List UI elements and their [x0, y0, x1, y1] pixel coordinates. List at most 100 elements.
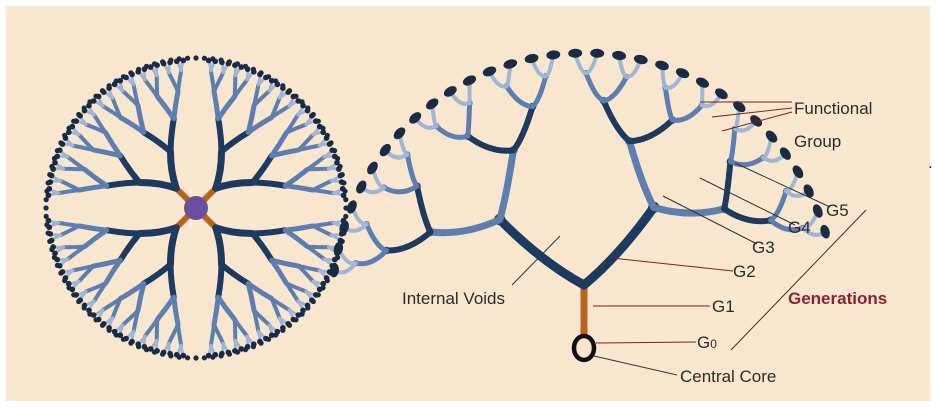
terminal-group	[62, 278, 67, 283]
terminal-group	[316, 119, 321, 124]
terminal-group	[71, 292, 76, 297]
branch-segment	[171, 265, 174, 298]
branch-segment	[218, 119, 221, 152]
terminal-group	[136, 344, 141, 349]
terminal-group	[82, 105, 87, 110]
branch-segment	[64, 247, 85, 248]
group-label-line2: Group	[794, 132, 841, 151]
terminal-group	[235, 61, 240, 66]
terminal-group	[44, 189, 49, 194]
terminal-group	[114, 78, 119, 83]
g4-label: G4	[788, 218, 811, 237]
terminal-group	[66, 285, 71, 290]
functional-label-line1: Functional	[794, 99, 872, 118]
branch-segment	[468, 103, 470, 136]
terminal-group	[251, 344, 256, 349]
terminal-group	[335, 156, 340, 161]
terminal-group	[55, 263, 60, 268]
terminal-group	[144, 64, 149, 69]
terminal-group	[87, 312, 92, 317]
g3-label: G3	[752, 238, 775, 257]
terminal-group	[100, 88, 105, 93]
internal-voids-label: Internal Voids	[402, 289, 505, 308]
central-core-label: Central Core	[680, 367, 776, 386]
terminal-group	[325, 133, 330, 138]
terminal-group	[152, 61, 157, 66]
terminal-group	[177, 355, 182, 360]
terminal-group	[49, 247, 54, 252]
terminal-group	[300, 99, 305, 104]
terminal-group	[210, 56, 215, 61]
terminal-group	[235, 350, 240, 355]
terminal-group	[259, 341, 264, 346]
terminal-group	[311, 299, 316, 304]
terminal-group	[185, 56, 190, 61]
branch-segment	[218, 265, 221, 298]
terminal-group	[273, 332, 278, 337]
terminal-group	[185, 355, 190, 360]
g5-label: G5	[826, 201, 849, 220]
terminal-group	[44, 222, 49, 227]
terminal-group	[340, 172, 345, 177]
terminal-group	[343, 197, 348, 202]
terminal-group	[251, 67, 256, 72]
terminal-group	[168, 353, 173, 358]
terminal-group	[58, 140, 63, 145]
terminal-group	[243, 64, 248, 69]
branch-segment	[171, 119, 174, 152]
terminal-group	[287, 323, 292, 328]
terminal-group	[177, 56, 182, 61]
terminal-group	[66, 126, 71, 131]
g1-label: G1	[712, 297, 735, 316]
terminal-group	[87, 99, 92, 104]
terminal-group	[93, 94, 98, 99]
terminal-group	[293, 94, 298, 99]
terminal-group	[107, 83, 112, 88]
terminal-group	[280, 328, 285, 333]
terminal-group	[144, 347, 149, 352]
terminal-group	[76, 299, 81, 304]
terminal-group	[160, 59, 165, 64]
branch-segment	[107, 230, 140, 233]
terminal-group	[136, 67, 141, 72]
terminal-group	[305, 105, 310, 110]
terminal-group	[329, 140, 334, 145]
terminal-group	[341, 180, 346, 185]
terminal-group	[320, 285, 325, 290]
terminal-group	[266, 74, 271, 79]
branch-segment	[253, 183, 286, 186]
terminal-group	[82, 305, 87, 310]
terminal-group	[311, 112, 316, 117]
terminal-group	[168, 58, 173, 63]
terminal-group	[219, 353, 224, 358]
terminal-group	[343, 214, 348, 219]
terminal-group	[128, 341, 133, 346]
terminal-group	[202, 56, 207, 61]
branch-segment	[157, 76, 158, 97]
core-node	[184, 196, 208, 220]
terminal-group	[71, 119, 76, 124]
terminal-group	[44, 214, 49, 219]
terminal-group	[107, 328, 112, 333]
terminal-group	[338, 164, 343, 169]
generations-label: Generations	[788, 289, 887, 308]
terminal-group	[52, 255, 57, 260]
terminal-group	[335, 255, 340, 260]
terminal-group	[128, 70, 133, 75]
terminal-group	[44, 197, 49, 202]
g2-label: G2	[733, 262, 756, 281]
terminal-group	[114, 332, 119, 337]
terminal-group	[100, 323, 105, 328]
terminal-group	[160, 352, 165, 357]
terminal-group	[259, 70, 264, 75]
terminal-group	[219, 58, 224, 63]
terminal-group	[47, 239, 52, 244]
terminal-group	[227, 352, 232, 357]
branch-segment	[253, 230, 286, 233]
terminal-group	[280, 83, 285, 88]
terminal-group	[300, 312, 305, 317]
terminal-group	[293, 317, 298, 322]
stray-dot: .	[928, 153, 933, 172]
terminal-group	[49, 164, 54, 169]
